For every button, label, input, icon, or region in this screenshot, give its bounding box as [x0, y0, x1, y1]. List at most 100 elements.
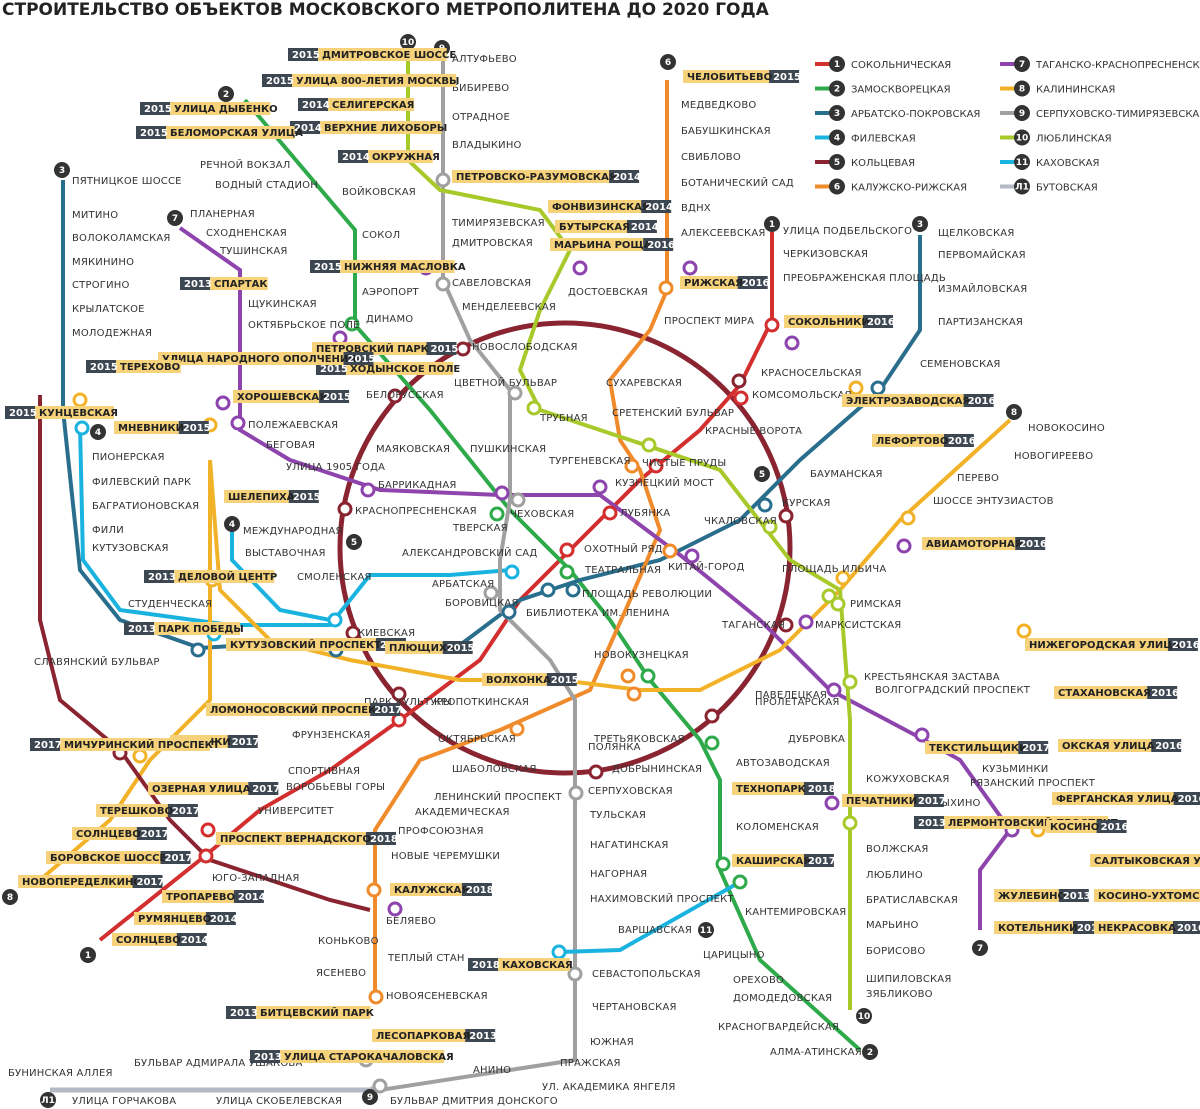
new-station-name-box [312, 342, 427, 355]
opening-year-box [205, 912, 236, 925]
station-label: НАХИМОВСКИЙ ПРОСПЕКТ [590, 892, 734, 905]
station-label: ДОБРЫНИНСКАЯ [612, 764, 702, 775]
station-label: ТЕПЛЫЙ СТАН [387, 951, 465, 964]
new-station-name: КАХОВСКАЯ [502, 960, 573, 971]
station-label: БИБИРЕВО [452, 83, 509, 94]
interchange-marker [641, 437, 657, 453]
station-label: НОВОКУЗНЕЦКАЯ [594, 650, 689, 661]
opening-year: 2017 [918, 796, 946, 807]
interchange-marker [626, 686, 642, 702]
interchange-marker [559, 542, 575, 558]
new-station-name: ЛОМОНОСОВСКИЙ ПРОСПЕКТ [210, 703, 383, 716]
line-terminal-badge: 9 [362, 1089, 378, 1105]
opening-year-box [641, 200, 672, 213]
badge-circle [754, 466, 770, 482]
interchange-marker [372, 1078, 388, 1094]
line-number-badge [1014, 105, 1030, 121]
line-terminal-badge: Л1 [40, 1092, 56, 1108]
station-label: ВОЛОКОЛАМСКАЯ [72, 233, 171, 244]
line-terminal-badge: 10 [400, 34, 416, 50]
interchange-marker [896, 538, 912, 554]
line-number: 8 [1019, 85, 1025, 95]
opening-year-box [468, 958, 498, 971]
station-label: ШИПИЛОВСКАЯ [866, 974, 952, 985]
interchange-marker [821, 588, 837, 604]
opening-year-box [233, 890, 264, 903]
station-label: БЕЛОРУССКАЯ [366, 390, 444, 401]
line-number-badge [1014, 129, 1030, 146]
station-label: НАГОРНАЯ [590, 869, 647, 880]
new-station-name-box [233, 390, 320, 403]
new-station-name-box [1046, 820, 1097, 833]
opening-year: 2016 [1101, 822, 1129, 833]
interchange-marker [648, 458, 664, 474]
interchange-marker [559, 564, 575, 580]
station-label: ВЛАДЫКИНО [452, 140, 522, 151]
interchange-marker [387, 388, 403, 404]
new-station-name: НЕКРАСОВКА [1098, 923, 1176, 934]
badge-number: 8 [1011, 408, 1017, 418]
opening-year-box [963, 394, 994, 407]
opening-year: 2014 [294, 123, 322, 134]
station-label: ПАВЕЛЕЦКАЯ [755, 690, 827, 701]
station-label: ОКТЯБРЬСКОЕ ПОЛЕ [248, 320, 360, 331]
interchange-marker [682, 260, 698, 276]
interchange-marker [435, 276, 451, 292]
station-label: АЭРОПОРТ [362, 287, 420, 298]
new-station-name-box [116, 360, 181, 373]
interchange-marker [366, 882, 382, 898]
badge-number: 6 [665, 58, 671, 68]
station-label: РЯЗАНСКИЙ ПРОСПЕКТ [970, 776, 1096, 789]
opening-year-box [290, 121, 320, 134]
new-station-name-box [174, 570, 275, 583]
badge-number: 10 [858, 1012, 871, 1022]
opening-year-box [140, 102, 170, 115]
station-label: НОВОГИРЕЕВО [1014, 451, 1093, 462]
interchange-marker [914, 727, 930, 743]
station-label: АРБАТСКАЯ [432, 579, 494, 590]
line-terminal-badge: 6 [660, 54, 676, 70]
interchange-marker [640, 668, 656, 684]
opening-year-box [803, 782, 834, 795]
new-station-name-box [872, 434, 944, 447]
line-number-badge [829, 178, 845, 195]
line-number: 4 [834, 134, 840, 144]
station-label: ФИЛИ [92, 525, 124, 536]
station-label: ТЕАТРАЛЬНАЯ [584, 565, 661, 576]
station-label: АЛЕКСЕЕВСКАЯ [681, 228, 766, 239]
opening-year: 2015 [183, 423, 211, 434]
new-station-name-box [35, 406, 114, 419]
station-label: АВТОЗАВОДСКАЯ [736, 758, 830, 769]
interchange-marker [842, 674, 858, 690]
opening-year-box [250, 1050, 280, 1063]
opening-year: 2018 [370, 834, 398, 845]
opening-year: 2013 [1077, 923, 1105, 934]
opening-year-box [1018, 741, 1049, 754]
station-label: ЛЮБЛИНО [866, 870, 923, 881]
badge-number: 2 [867, 1048, 873, 1058]
station-label: ФРУНЗЕНСКАЯ [292, 730, 371, 741]
station-label: ЩУКИНСКАЯ [248, 299, 317, 310]
new-station-name: УЛИЦА ДЫБЕНКО [174, 104, 278, 115]
new-station-name-box [340, 260, 455, 273]
opening-year-box [737, 276, 768, 289]
opening-year: 2013 [148, 572, 176, 583]
new-station-name-box [280, 1050, 445, 1063]
opening-year-box [370, 703, 401, 716]
line-terminal-badge: 8 [1006, 404, 1022, 420]
